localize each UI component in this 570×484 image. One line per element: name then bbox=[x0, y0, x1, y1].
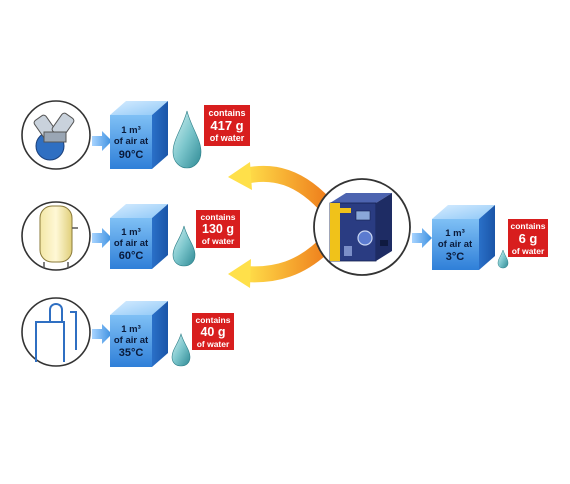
row-2: 1 m³ of air at 60°C contains 130 g of wa… bbox=[21, 201, 240, 271]
dryer-circle bbox=[313, 178, 411, 276]
water-drop-icon bbox=[171, 332, 191, 367]
cube-line-2: of air at bbox=[438, 239, 473, 250]
cube-temperature: 35°C bbox=[119, 347, 144, 359]
label-amount: 417 g bbox=[210, 118, 243, 133]
label-amount: 40 g bbox=[200, 325, 225, 339]
row-3: 1 m³ of air at 35°C contains 40 g of wat… bbox=[21, 297, 234, 367]
label-bottom: of water bbox=[210, 133, 245, 143]
cube-line-2: of air at bbox=[114, 136, 149, 147]
water-content-label: contains 417 g of water bbox=[204, 105, 250, 146]
label-top: contains bbox=[196, 315, 231, 325]
cube-line-1: 1 m³ bbox=[445, 228, 465, 239]
label-bottom: of water bbox=[202, 236, 235, 246]
label-amount: 130 g bbox=[202, 222, 234, 236]
piping-icon bbox=[35, 303, 77, 362]
flow-arrow bbox=[92, 228, 112, 248]
label-bottom: of water bbox=[197, 339, 230, 349]
cube-line-2: of air at bbox=[114, 335, 149, 346]
cube-line-1: 1 m³ bbox=[121, 324, 141, 335]
dried-air-row: 1 m³ of air at 3°C contains 6 g of water bbox=[412, 205, 548, 270]
receiver-tank-circle bbox=[21, 201, 91, 271]
curved-arrow-lower bbox=[228, 234, 336, 288]
flow-arrow bbox=[92, 324, 112, 344]
water-content-label: contains 130 g of water bbox=[196, 210, 240, 248]
air-cube: 1 m³ of air at 3°C bbox=[432, 205, 495, 270]
label-amount: 6 g bbox=[519, 231, 538, 246]
water-content-label: contains 6 g of water bbox=[508, 219, 548, 257]
label-top: contains bbox=[201, 212, 236, 222]
piping-circle bbox=[21, 297, 91, 367]
air-cube: 1 m³ of air at 60°C bbox=[110, 204, 168, 269]
cube-line-1: 1 m³ bbox=[121, 227, 141, 238]
flow-arrow bbox=[412, 228, 432, 248]
air-cube: 1 m³ of air at 35°C bbox=[110, 301, 168, 367]
compressor-icon bbox=[33, 112, 75, 161]
label-top: contains bbox=[208, 108, 245, 118]
label-top: contains bbox=[511, 221, 546, 231]
compressor-circle bbox=[21, 100, 91, 170]
label-bottom: of water bbox=[512, 246, 545, 256]
cube-line-1: 1 m³ bbox=[121, 125, 141, 136]
cube-line-2: of air at bbox=[114, 238, 149, 249]
refrigeration-dryer-icon bbox=[329, 193, 392, 262]
water-drop-icon bbox=[172, 225, 196, 267]
air-receiver-tank-icon bbox=[39, 205, 78, 268]
flow-arrow bbox=[92, 131, 112, 151]
row-1: 1 m³ of air at 90°C contains 417 g of wa… bbox=[21, 100, 250, 170]
water-content-label: contains 40 g of water bbox=[192, 313, 234, 350]
water-drop-icon bbox=[172, 110, 202, 169]
cube-temperature: 90°C bbox=[119, 149, 144, 161]
cube-temperature: 60°C bbox=[119, 250, 144, 262]
cube-temperature: 3°C bbox=[446, 251, 465, 263]
water-drop-icon bbox=[497, 249, 509, 269]
curved-arrow-upper bbox=[228, 162, 337, 216]
air-cube: 1 m³ of air at 90°C bbox=[110, 101, 168, 169]
